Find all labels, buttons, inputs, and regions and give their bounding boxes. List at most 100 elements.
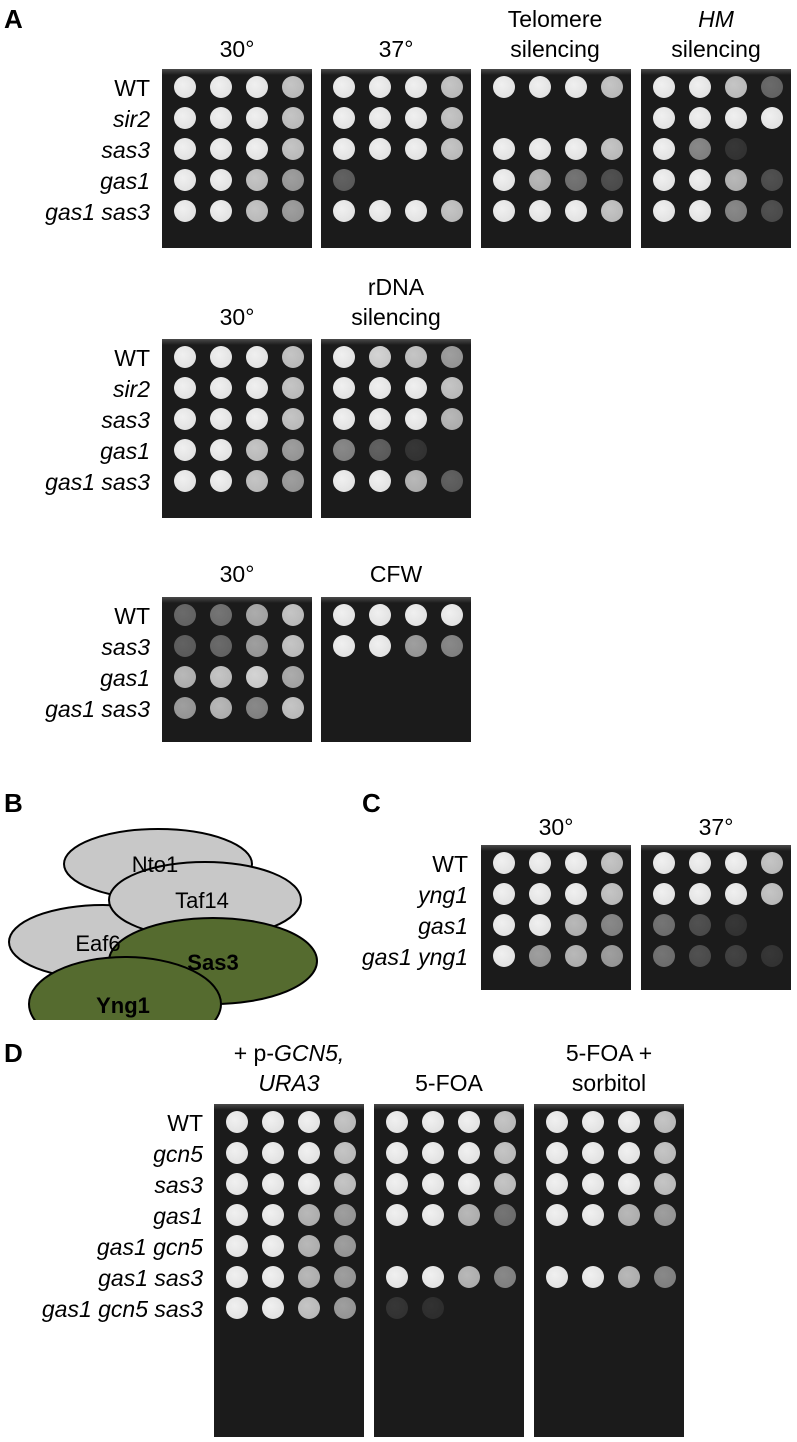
yeast-spot [369,439,391,461]
yeast-spot [441,635,463,657]
yeast-spot [369,200,391,222]
yeast-spot [725,76,747,98]
strain-label: gas1 gcn5 [96,1234,203,1260]
yeast-spot [582,1266,604,1288]
yeast-spot [226,1235,248,1257]
yeast-spot [210,377,232,399]
condition-hm-line1: HM [698,6,734,32]
yeast-spot [405,408,427,430]
condition-30c: 30° [219,561,255,587]
yeast-spot [369,604,391,626]
condition-5foa-sorbitol-line1: 5-FOA + [565,1040,653,1066]
yeast-spot [601,945,623,967]
yeast-spot [282,470,304,492]
yeast-spot [689,138,711,160]
yeast-spot [565,169,587,191]
yeast-spot [282,604,304,626]
yeast-spot [529,200,551,222]
yeast-spot [298,1111,320,1133]
yeast-spot [226,1204,248,1226]
yeast-spot [725,945,747,967]
strain-label: WT [432,851,468,877]
strain-label: gas1 [100,438,150,464]
yeast-spot [422,1173,444,1195]
yeast-spot [210,107,232,129]
yeast-spot [386,1142,408,1164]
yeast-spot [546,1142,568,1164]
yeast-spot [246,697,268,719]
yeast-spot [493,138,515,160]
yeast-spot [246,107,268,129]
yeast-spot [246,470,268,492]
yeast-spot [601,138,623,160]
yeast-spot [282,666,304,688]
yeast-spot [441,604,463,626]
yeast-spot [334,1266,356,1288]
strain-label: WT [167,1110,203,1136]
yeast-spot [174,76,196,98]
agar-plate [214,1104,364,1437]
yeast-spot [333,439,355,461]
yeast-spot [174,169,196,191]
condition-pgcn5-line2: URA3 [258,1070,320,1096]
yeast-spot [565,200,587,222]
yeast-spot [386,1111,408,1133]
yeast-spot [333,107,355,129]
yeast-spot [654,1173,676,1195]
yng1-subunit [28,956,222,1020]
yeast-spot [761,76,783,98]
strain-label: gas1 [153,1203,203,1229]
yeast-spot [689,76,711,98]
strain-label: WT [114,345,150,371]
yng1-label: Yng1 [96,993,150,1018]
yeast-spot [210,470,232,492]
yeast-spot [761,883,783,905]
yeast-spot [441,408,463,430]
yeast-spot [333,169,355,191]
yeast-spot [582,1142,604,1164]
yeast-spot [386,1297,408,1319]
strain-label: gas1 [418,913,468,939]
yeast-spot [653,169,675,191]
yeast-spot [565,945,587,967]
yeast-spot [618,1266,640,1288]
yeast-spot [369,377,391,399]
yeast-spot [689,107,711,129]
yeast-spot [494,1266,516,1288]
yeast-spot [582,1173,604,1195]
condition-pgcn5-line1: + p-GCN5, [233,1040,345,1066]
strain-label: gas1 sas3 [45,199,150,225]
yeast-spot [441,377,463,399]
yeast-spot [601,883,623,905]
yeast-spot [174,346,196,368]
yeast-spot [210,439,232,461]
yeast-spot [333,604,355,626]
yeast-spot [226,1142,248,1164]
yeast-spot [369,138,391,160]
yeast-spot [653,914,675,936]
yeast-spot [405,635,427,657]
yeast-spot [689,852,711,874]
yeast-spot [334,1204,356,1226]
agar-plate [321,597,471,742]
yeast-spot [618,1111,640,1133]
yeast-spot [405,107,427,129]
yeast-spot [174,635,196,657]
yeast-spot [210,697,232,719]
yeast-spot [761,200,783,222]
yeast-spot [565,883,587,905]
yeast-spot [654,1204,676,1226]
yeast-spot [298,1235,320,1257]
sas3-complex-diagram: Nto1 Taf14 Eaf6 Sas3 Yng1 [8,828,318,1020]
yeast-spot [174,666,196,688]
yeast-spot [653,852,675,874]
yeast-spot [369,107,391,129]
yeast-spot [529,76,551,98]
yeast-spot [689,883,711,905]
yeast-spot [282,439,304,461]
yeast-spot [493,945,515,967]
yeast-spot [282,200,304,222]
yeast-spot [246,408,268,430]
yeast-spot [262,1111,284,1133]
condition-rdna-line1: rDNA [367,274,425,300]
